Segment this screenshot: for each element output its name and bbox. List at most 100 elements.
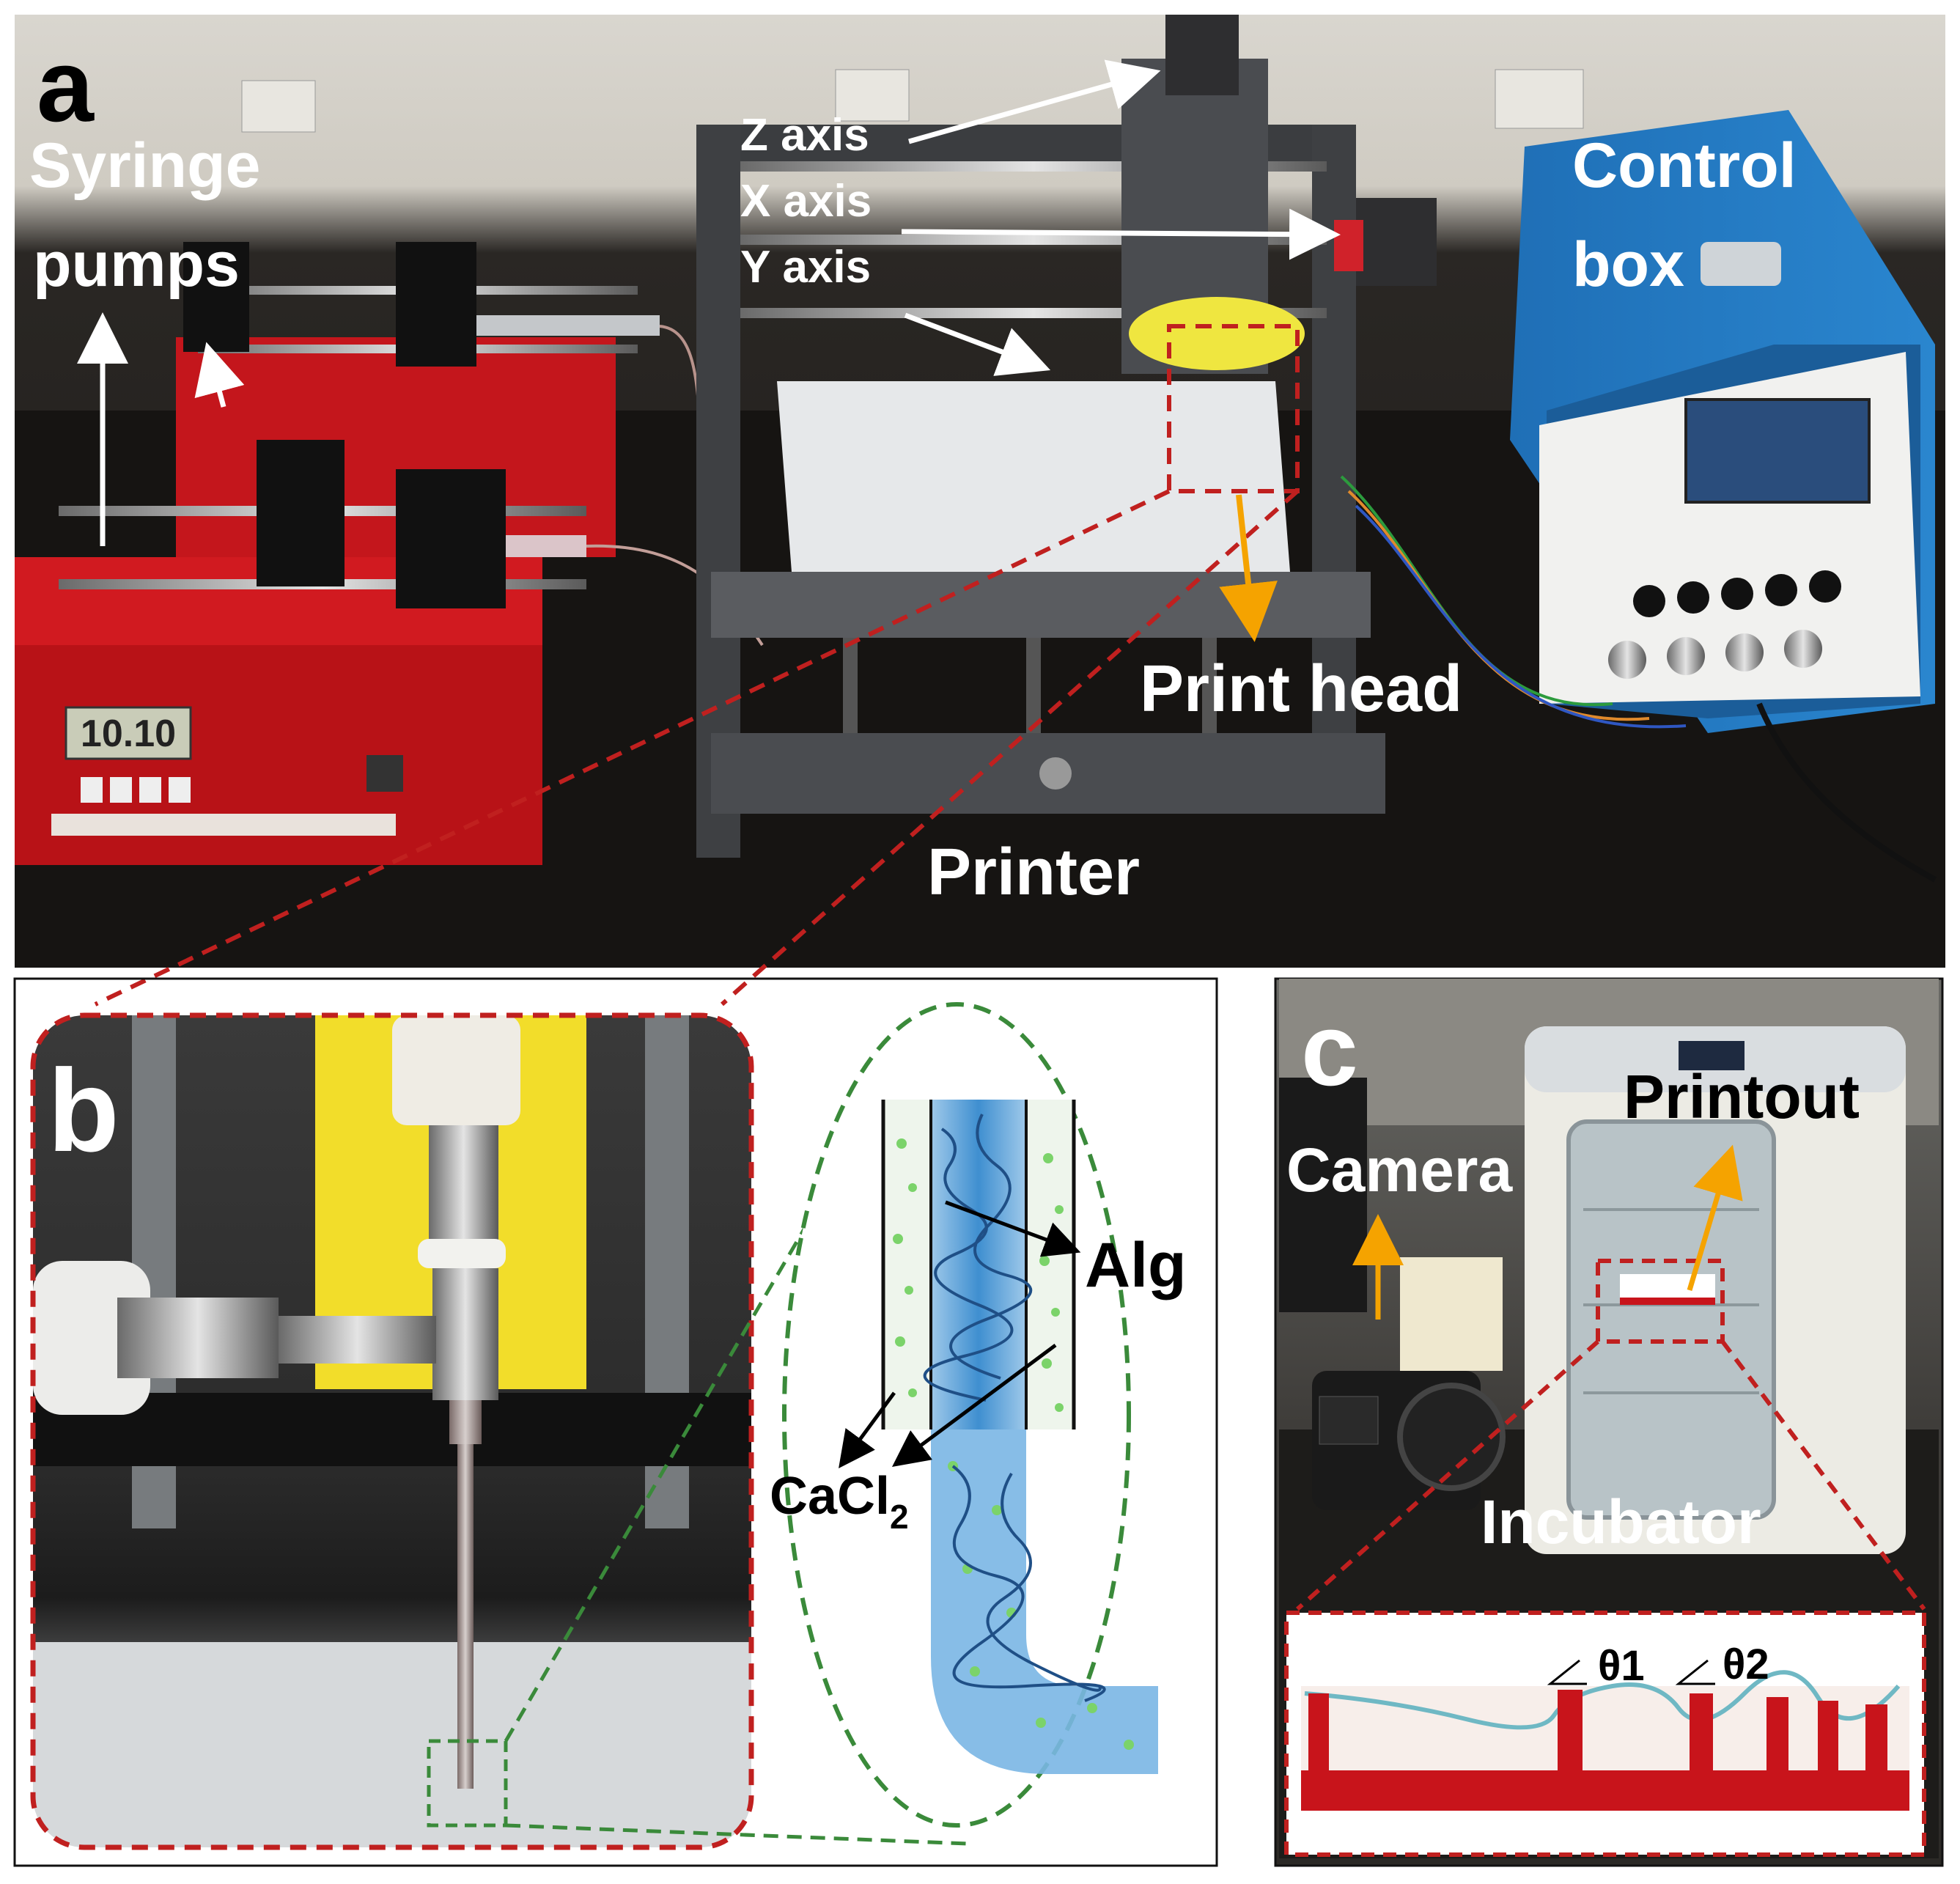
camera-lens bbox=[1397, 1383, 1506, 1491]
control-box-connector bbox=[1725, 633, 1764, 671]
wall-outlet bbox=[1495, 69, 1584, 129]
control-box-connector bbox=[1784, 630, 1822, 668]
monitor bbox=[1279, 1078, 1367, 1312]
printout-base bbox=[1301, 1770, 1909, 1811]
printout-pillar bbox=[1818, 1701, 1838, 1774]
wall-outlet bbox=[241, 80, 316, 133]
printout-top-edge bbox=[1304, 1670, 1901, 1730]
printer-rail bbox=[1202, 638, 1217, 733]
print-head-label: Print head bbox=[1140, 652, 1462, 726]
arrow-x-axis bbox=[901, 208, 1341, 260]
print-bed bbox=[777, 381, 1290, 572]
wall-outlet bbox=[835, 69, 910, 122]
printout-pillar bbox=[1558, 1690, 1583, 1774]
panel-b: Alg CaCl2 b bbox=[13, 977, 1218, 1867]
luer-cap bbox=[392, 1015, 520, 1125]
camera-screen bbox=[1319, 1396, 1379, 1445]
cacl2-particles bbox=[893, 1138, 1134, 1750]
zoom-line-green bbox=[505, 1823, 968, 1846]
pump-display-text: 10.10 bbox=[81, 713, 176, 755]
control-box-screen bbox=[1684, 398, 1871, 504]
printout-label: Printout bbox=[1624, 1062, 1860, 1131]
printout-pillar bbox=[1865, 1704, 1887, 1774]
pump-button bbox=[139, 777, 161, 803]
angle-mark-2 bbox=[1675, 1659, 1715, 1685]
control-box-button bbox=[1677, 581, 1709, 614]
needle bbox=[457, 1444, 474, 1789]
x-motor bbox=[1356, 198, 1437, 286]
control-box-handle bbox=[1701, 242, 1781, 286]
photo-shelf bbox=[33, 1393, 751, 1466]
theta2-label: θ2 bbox=[1723, 1641, 1769, 1688]
side-inlet-knurl bbox=[117, 1298, 279, 1378]
printout-callout bbox=[1596, 1259, 1725, 1344]
printer-rail bbox=[1026, 638, 1041, 733]
photo-red-callout bbox=[30, 1012, 754, 1850]
panel-a-letter: a bbox=[37, 28, 95, 143]
printer-bolt bbox=[1039, 757, 1072, 790]
y-axis-label: Y axis bbox=[740, 242, 871, 292]
control-box-button bbox=[1633, 585, 1665, 617]
z-motor bbox=[1165, 15, 1239, 95]
incubator-display bbox=[1679, 1041, 1745, 1070]
needle-hub bbox=[449, 1400, 482, 1444]
printer-label: Printer bbox=[927, 836, 1140, 909]
print-head-photo bbox=[33, 1015, 751, 1847]
printout-pillar bbox=[1766, 1697, 1788, 1774]
control-box-connector bbox=[1608, 641, 1646, 679]
syringe-pumps: 10.10 bbox=[15, 242, 764, 865]
control-box-button bbox=[1765, 574, 1797, 606]
arrow-print-head bbox=[1219, 494, 1278, 642]
alg-label: Alg bbox=[1085, 1230, 1187, 1300]
incubator-door-window bbox=[1566, 1119, 1776, 1520]
printout-pillar bbox=[1308, 1693, 1329, 1774]
zoom-line bbox=[1296, 1339, 1599, 1611]
power-cable bbox=[1756, 702, 1937, 883]
coaxial-nozzle-schematic bbox=[881, 1100, 1158, 1774]
printer-base-beam bbox=[711, 572, 1371, 638]
wire bbox=[1355, 504, 1687, 729]
pump-button bbox=[81, 777, 103, 803]
pump-button bbox=[110, 777, 132, 803]
x-axis-label: X axis bbox=[740, 176, 872, 227]
light-box bbox=[1400, 1257, 1503, 1371]
pump-clamp bbox=[396, 469, 506, 608]
hex-fitting-lower bbox=[432, 1268, 498, 1400]
panel-a: 10.10 bbox=[15, 15, 1945, 1007]
control-box-button bbox=[1721, 578, 1753, 610]
arrow-cacl-outer bbox=[839, 1391, 896, 1469]
arrow-y-axis bbox=[904, 312, 1051, 376]
syringe-pumps-label-line2: pumps bbox=[33, 229, 240, 300]
pump-button bbox=[366, 755, 403, 792]
zoom-line bbox=[1720, 1340, 1926, 1611]
pump-clamp bbox=[257, 440, 345, 586]
control-box-connector bbox=[1667, 637, 1705, 675]
photo-bed bbox=[33, 1642, 751, 1847]
control-box-button bbox=[1809, 570, 1841, 603]
x-endstop bbox=[1334, 220, 1363, 271]
nozzle-callout bbox=[427, 1739, 508, 1828]
alginate-strands bbox=[923, 1114, 1106, 1702]
pump-display bbox=[65, 706, 192, 760]
arrow-cacl-inner bbox=[891, 1343, 1057, 1467]
control-box bbox=[1340, 110, 1937, 883]
arrow-syringe-pumps-2 bbox=[194, 342, 245, 408]
zoom-line bbox=[721, 489, 1299, 1007]
panel-b-frame bbox=[13, 977, 1218, 1867]
incubator-label: Incubator bbox=[1481, 1487, 1761, 1556]
arrow-printout bbox=[1687, 1144, 1743, 1291]
pump-brand-strip bbox=[51, 814, 396, 836]
printout-pillar bbox=[1690, 1693, 1713, 1774]
hex-fitting bbox=[429, 1125, 498, 1243]
pump-button bbox=[169, 777, 191, 803]
angle-mark-1 bbox=[1547, 1659, 1587, 1685]
panel-c-letter: c bbox=[1301, 992, 1358, 1107]
printout-sample-base bbox=[1620, 1298, 1715, 1305]
print-head-callout bbox=[1167, 324, 1300, 493]
o-ring bbox=[418, 1239, 506, 1268]
core-flow bbox=[931, 1100, 1026, 1429]
theta1-label: θ1 bbox=[1598, 1642, 1645, 1690]
panel-c: θ1 θ2 c Printout Camera Incubator bbox=[1274, 977, 1944, 1867]
arrow-z-axis bbox=[908, 59, 1161, 144]
